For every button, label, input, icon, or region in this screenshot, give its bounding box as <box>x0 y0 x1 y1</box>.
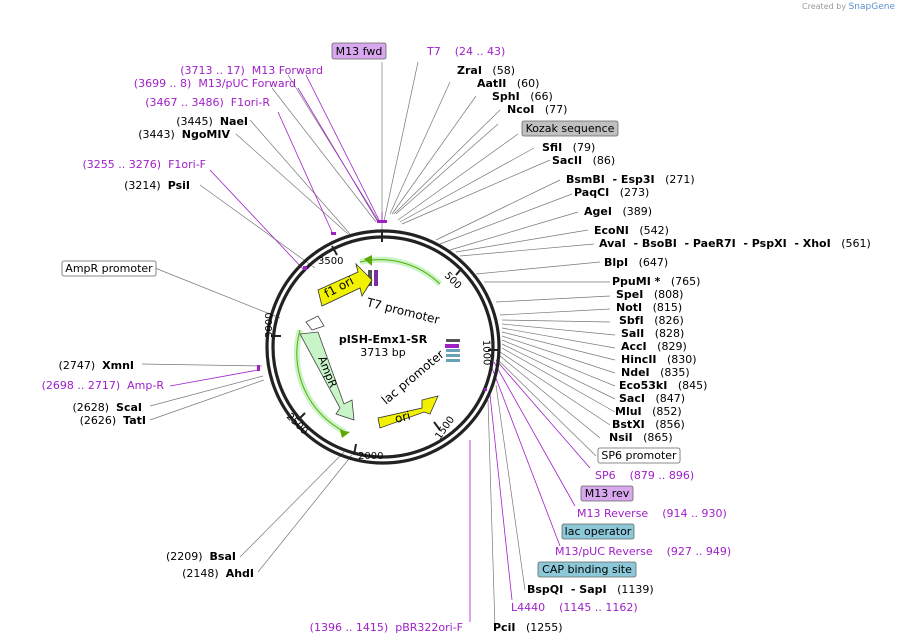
right-label-5: SfiI (79) <box>542 141 595 154</box>
box-sp6-promoter: SP6 promoter <box>601 449 677 462</box>
left-label-2: (3467 .. 3486) F1ori-R <box>145 96 270 109</box>
right-labels: T7 (24 .. 43) ZraI (58)AatII (60)SphI (66… <box>426 45 871 634</box>
ring-label-3000: 3000 <box>264 313 275 338</box>
backbone-outer-ring <box>265 229 501 465</box>
snapgene-brand: Created by SnapGene <box>802 2 895 12</box>
box-kozak: Kozak sequence <box>526 122 615 135</box>
ring-label-3500: 3500 <box>318 256 343 267</box>
box-m13-rev: M13 rev <box>585 487 630 500</box>
right-label-7: BsmBI - Esp3I (271) <box>566 173 695 186</box>
right-label-23: MluI (852) <box>615 405 682 418</box>
ampr-promoter-arrow <box>305 315 325 331</box>
label-ori: ori <box>393 409 412 426</box>
box-ampr-promoter: AmpR promoter <box>65 262 153 275</box>
right-label-22: SacI (847) <box>619 392 685 405</box>
right-label-31: PciI (1255) <box>493 621 563 634</box>
left-label-6: (3214) PsiI <box>124 179 190 192</box>
left-label-4: (3443) NgoMIV <box>138 128 230 141</box>
left-label-9: (2628) ScaI <box>72 401 142 414</box>
right-label-1: ZraI (58) <box>457 64 515 77</box>
left-labels: (3713 .. 17) M13 Forward(3699 .. 8) M13/… <box>42 64 463 634</box>
feature-arcs <box>293 255 443 438</box>
left-label-3: (3445) NaeI <box>176 115 248 128</box>
brand-snapgene: SnapGene <box>848 2 895 12</box>
right-label-19: HincII (830) <box>621 353 697 366</box>
left-label-10: (2626) TatI <box>80 414 146 427</box>
ring-label-500: 500 <box>442 270 463 291</box>
box-m13-fwd: M13 fwd <box>336 45 383 58</box>
right-label-11: AvaI - BsoBI - PaeR7I - PspXI - XhoI (56… <box>599 237 871 250</box>
left-label-5: (3255 .. 3276) F1ori-F <box>83 158 207 171</box>
connector-lines <box>141 61 616 629</box>
right-label-28: M13/pUC Reverse (927 .. 949) <box>555 545 731 558</box>
left-label-13: (1396 .. 1415) pBR322ori-F <box>310 621 463 634</box>
left-label-8: (2698 .. 2717) Amp-R <box>42 379 165 392</box>
right-label-26: SP6 (879 .. 896) <box>595 469 694 482</box>
right-label-2: AatII (60) <box>477 77 539 90</box>
right-label-15: NotI (815) <box>616 301 682 314</box>
plasmid-name: pISH-Emx1-SR <box>339 333 428 346</box>
right-label-13: PpuMI * (765) <box>612 275 700 288</box>
label-ampr: AmpR <box>315 354 339 390</box>
left-label-1: (3699 .. 8) M13/pUC Forward <box>134 77 296 90</box>
right-label-10: EcoNI (542) <box>594 224 669 237</box>
left-label-12: (2148) AhdI <box>182 567 254 580</box>
right-label-12: BlpI (647) <box>604 256 668 269</box>
right-label-8: PaqCI (273) <box>574 186 649 199</box>
right-label-3: SphI (66) <box>492 90 553 103</box>
right-label-17: SalI (828) <box>621 327 684 340</box>
boxed-features: M13 fwd Kozak sequence AmpR promoter SP6… <box>61 42 681 578</box>
right-label-24: BstXI (856) <box>612 418 685 431</box>
right-label-21: Eco53kI (845) <box>619 379 707 392</box>
right-label-9: AgeI (389) <box>584 205 652 218</box>
primer-connectors <box>169 74 591 622</box>
f1-ori-arrow <box>317 262 373 307</box>
right-label-25: NsiI (865) <box>609 431 673 444</box>
left-label-11: (2209) BsaI <box>166 550 236 563</box>
primer-marks <box>257 220 487 391</box>
right-label-29: BspQI - SapI (1139) <box>527 583 654 596</box>
right-label-30: L4440 (1145 .. 1162) <box>511 601 638 614</box>
left-label-7: (2747) XmnI <box>59 359 134 372</box>
box-cap-site: CAP binding site <box>542 563 632 576</box>
brand-created-by: Created by <box>802 2 847 11</box>
left-label-0: (3713 .. 17) M13 Forward <box>180 64 323 77</box>
right-label-6: SacII (86) <box>552 154 615 167</box>
ring-label-1000: 1000 <box>480 340 492 366</box>
ori-arrow <box>377 395 439 429</box>
right-label-16: SbfI (826) <box>619 314 684 327</box>
ring-label-2000: 2000 <box>358 451 383 462</box>
ampr-arrow <box>299 331 355 421</box>
right-label-4: NcoI (77) <box>507 103 567 116</box>
ring-tick-marks <box>271 232 498 456</box>
box-lac-operator: lac operator <box>565 525 632 538</box>
right-label-18: AccI (829) <box>621 340 687 353</box>
right-label-0: T7 (24 .. 43) <box>426 45 505 58</box>
right-label-20: NdeI (835) <box>621 366 690 379</box>
right-label-14: SpeI (808) <box>616 288 683 301</box>
plasmid-size: 3713 bp <box>360 346 405 359</box>
right-label-27: M13 Reverse (914 .. 930) <box>577 507 727 520</box>
label-t7-promoter: T7 promoter <box>364 295 441 327</box>
